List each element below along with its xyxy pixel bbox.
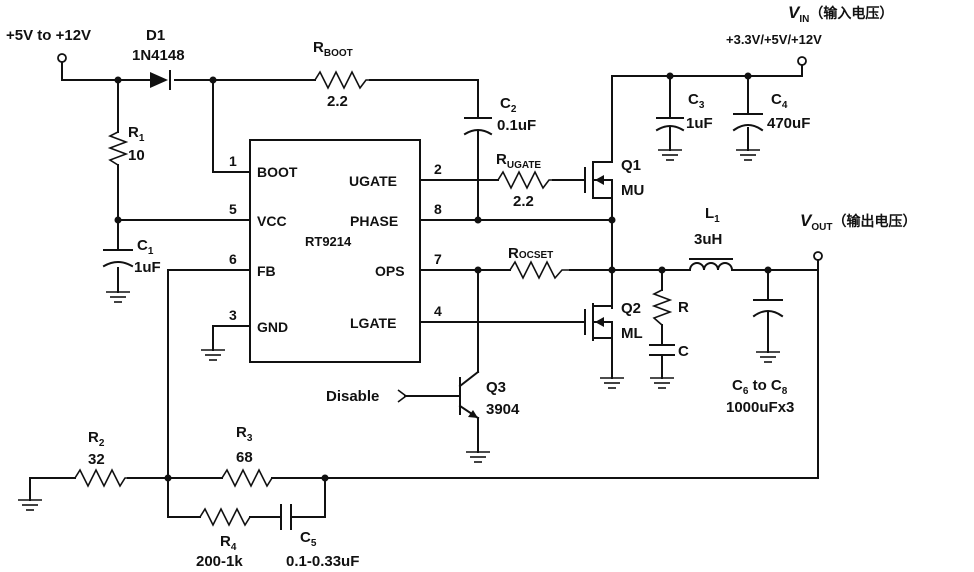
vin-label: VIN（输入电压） xyxy=(788,3,893,25)
capacitor-c6-c8-symbol xyxy=(752,299,784,318)
c5-value: 0.1-0.33uF xyxy=(286,553,359,570)
pin-boot-label: BOOT xyxy=(257,164,298,180)
pin-3-number: 3 xyxy=(229,307,237,323)
rocset-label: ROCSET xyxy=(508,245,553,262)
wires xyxy=(29,61,819,518)
c3-label: C3 xyxy=(688,91,705,111)
vout-label: VOUT（输出电压） xyxy=(800,211,916,233)
diode-d1-symbol xyxy=(150,70,171,90)
q1-part-label: MU xyxy=(621,182,644,199)
inductor-l1-symbol xyxy=(688,258,734,272)
capacitor-snubber-symbol xyxy=(649,344,675,356)
pin-lgate-label: LGATE xyxy=(350,315,396,331)
q2-ref-label: Q2 xyxy=(621,300,641,317)
snubber-c-label: C xyxy=(678,343,689,360)
pin-vcc-label: VCC xyxy=(257,213,287,229)
q1-ref-label: Q1 xyxy=(621,157,641,174)
terminals xyxy=(57,53,823,271)
capacitor-c3-symbol xyxy=(655,117,685,132)
resistor-snubber-symbol xyxy=(651,289,673,326)
resistor-rocset-symbol xyxy=(509,260,570,280)
rugate-value: 2.2 xyxy=(513,193,534,210)
snubber-r-label: R xyxy=(678,299,689,316)
pin-8-number: 8 xyxy=(434,201,442,217)
rugate-label: RUGATE xyxy=(496,151,541,171)
capacitor-c4-symbol xyxy=(732,113,764,132)
resistor-r4-symbol xyxy=(199,507,251,527)
mosfet-q1-symbol xyxy=(584,161,613,199)
pin-4-number: 4 xyxy=(434,303,442,319)
r1-value: 10 xyxy=(128,147,145,164)
rboot-value: 2.2 xyxy=(327,93,348,110)
d1-part-label: 1N4148 xyxy=(132,47,185,64)
q3-ref-label: Q3 xyxy=(486,379,506,396)
disable-arrow xyxy=(397,389,408,403)
c3-value: 1uF xyxy=(686,115,713,132)
c4-value: 470uF xyxy=(767,115,810,132)
resistor-r3-symbol xyxy=(221,468,273,488)
pin-phase-label: PHASE xyxy=(350,213,398,229)
ic-rt9214-body xyxy=(249,139,421,363)
c2-value: 0.1uF xyxy=(497,117,536,134)
r1-label: R1 xyxy=(128,124,145,144)
rboot-label: RBOOT xyxy=(313,39,353,59)
r4-value: 200-1k xyxy=(196,553,243,570)
r3-label: R3 xyxy=(236,424,253,444)
capacitor-c5-symbol xyxy=(280,504,292,530)
l1-label: L1 xyxy=(705,205,720,225)
pin-5-number: 5 xyxy=(229,201,237,217)
resistor-rboot-symbol xyxy=(314,70,370,90)
pin-ugate-label: UGATE xyxy=(349,173,397,189)
capacitor-c1-symbol xyxy=(102,249,134,268)
c4-label: C4 xyxy=(771,91,788,111)
resistor-r2-symbol xyxy=(74,468,128,488)
disable-label: Disable xyxy=(326,388,379,405)
l1-value: 3uH xyxy=(694,231,722,248)
c1-label: C1 xyxy=(137,237,154,257)
r3-value: 68 xyxy=(236,449,253,466)
c5-label: C5 xyxy=(300,529,317,549)
pin-gnd-label: GND xyxy=(257,319,288,335)
mosfet-q2-symbol xyxy=(584,303,613,341)
r2-value: 32 xyxy=(88,451,105,468)
vin-value-label: +3.3V/+5V/+12V xyxy=(726,32,822,47)
ground-symbols xyxy=(18,149,780,511)
c2-label: C2 xyxy=(500,95,517,115)
pin-2-number: 2 xyxy=(434,161,442,177)
q3-part-label: 3904 xyxy=(486,401,520,418)
resistor-r1-symbol xyxy=(107,131,129,166)
c6-c8-value: 1000uFx3 xyxy=(726,399,794,416)
capacitor-c2-symbol xyxy=(463,117,493,136)
c1-value: 1uF xyxy=(134,259,161,276)
r4-label: R4 xyxy=(220,533,237,553)
c6-c8-label: C6 to C8 xyxy=(732,377,788,397)
pin-6-number: 6 xyxy=(229,251,237,267)
pin-ops-label: OPS xyxy=(375,263,405,279)
resistor-rugate-symbol xyxy=(497,170,553,190)
q2-part-label: ML xyxy=(621,325,643,342)
transistor-q3-symbol xyxy=(458,370,480,420)
r2-label: R2 xyxy=(88,429,105,449)
pin-fb-label: FB xyxy=(257,263,276,279)
ic-name-label: RT9214 xyxy=(305,234,352,249)
d1-ref-label: D1 xyxy=(146,27,165,44)
pin-1-number: 1 xyxy=(229,153,237,169)
junctions xyxy=(114,72,772,482)
pin-7-number: 7 xyxy=(434,251,442,267)
input-supply-label: +5V to +12V xyxy=(6,27,91,44)
